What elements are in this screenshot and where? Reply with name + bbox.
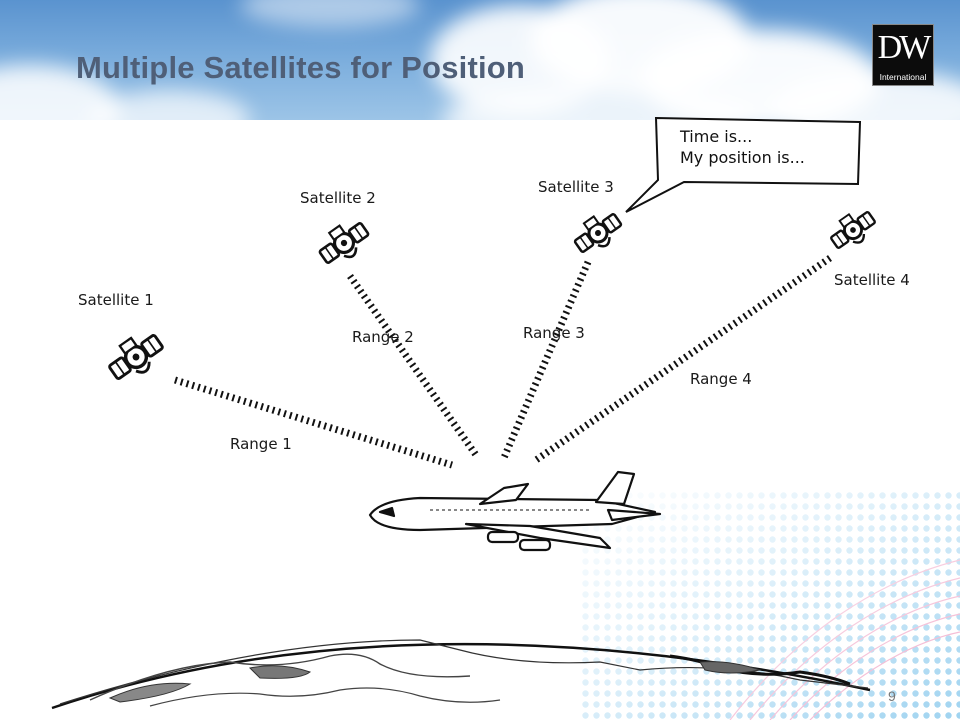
satellite-2-icon — [312, 213, 376, 272]
satellite-4-icon — [824, 203, 882, 257]
satellite-3-label: Satellite 3 — [538, 178, 614, 196]
company-logo: DW International — [872, 24, 934, 86]
sky-header: Multiple Satellites for Position DW Inte… — [0, 0, 960, 120]
range-1-signal — [173, 376, 454, 469]
logo-letters: DW — [877, 29, 932, 66]
speech-line-2: My position is... — [680, 148, 805, 167]
range-4-signal — [534, 255, 832, 463]
range-2-label: Range 2 — [352, 328, 414, 346]
satellite-1-label: Satellite 1 — [78, 291, 154, 309]
satellite-2-label: Satellite 2 — [300, 189, 376, 207]
airplane-icon — [368, 470, 662, 552]
clouds-background — [0, 0, 960, 120]
speech-line-1: Time is... — [680, 127, 753, 146]
decorative-dot-pattern — [580, 490, 960, 720]
range-3-label: Range 3 — [523, 324, 585, 342]
speech-bubble-text: Time is... My position is... — [680, 126, 805, 168]
satellite-3-icon — [567, 204, 628, 261]
earth-horizon — [51, 639, 871, 710]
satellite-1-icon — [101, 324, 171, 389]
range-1-label: Range 1 — [230, 435, 292, 453]
range-2-signal — [347, 273, 479, 458]
range-4-label: Range 4 — [690, 370, 752, 388]
logo-subtitle: International — [879, 72, 927, 82]
page-number: 9 — [888, 688, 896, 704]
speech-bubble — [625, 116, 862, 213]
satellite-4-label: Satellite 4 — [834, 271, 910, 289]
slide-title: Multiple Satellites for Position — [76, 50, 526, 85]
